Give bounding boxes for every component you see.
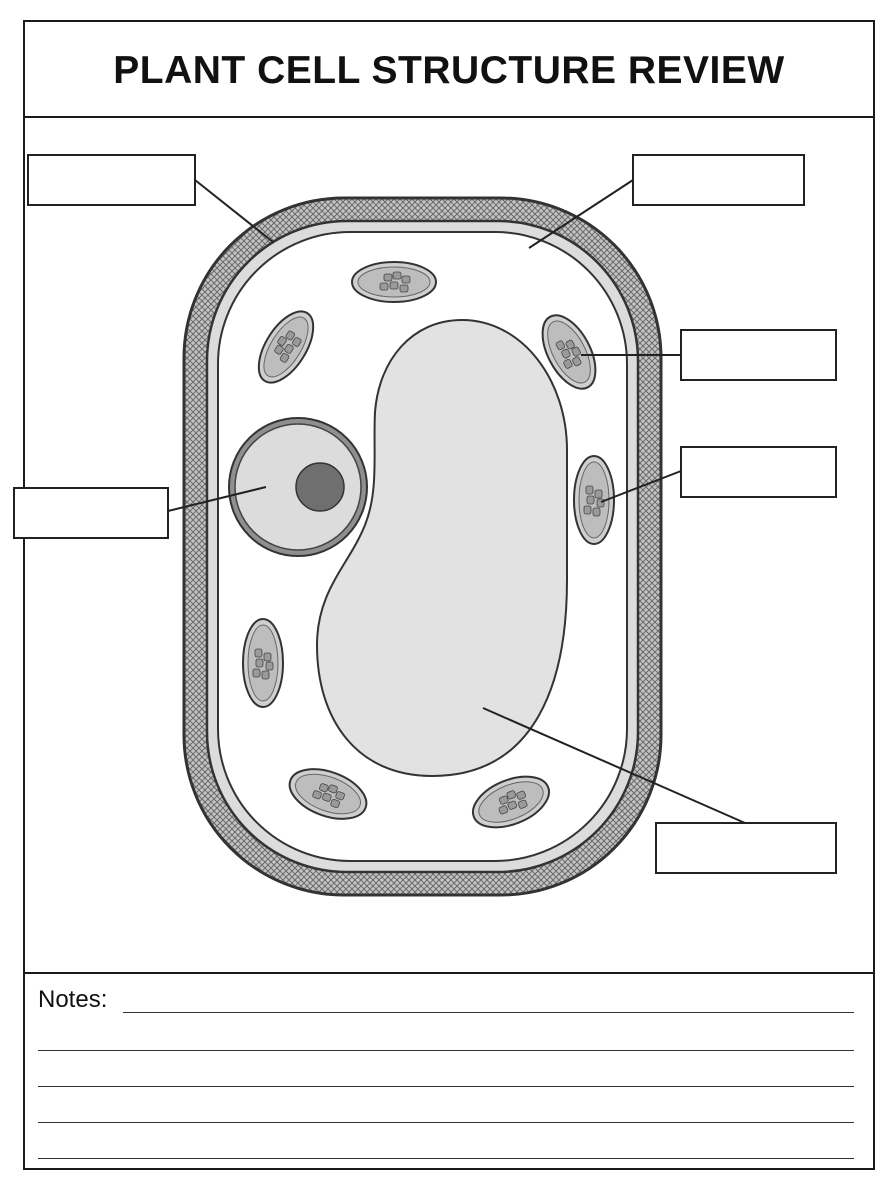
chloroplast [351,261,437,303]
notes-line[interactable] [38,1086,854,1087]
cell-wall-label-box[interactable] [27,154,196,206]
chloroplast [288,768,368,820]
notes-line[interactable] [123,1012,854,1013]
plant-cell-diagram [13,154,837,897]
notes-label: Notes: [38,986,108,1013]
notes-line[interactable] [38,1122,854,1123]
nucleolus [295,462,345,512]
leader-line-chloroplast-lower [600,470,682,503]
leader-line-vacuole [482,707,746,824]
leader-line-nucleus [167,486,267,512]
notes-line[interactable] [38,1158,854,1159]
cell-membrane-label-box[interactable] [632,154,805,206]
chloroplast [573,455,615,545]
notes-area: Notes: [25,972,873,1168]
nucleus-label-box[interactable] [13,487,169,539]
title-bar: PLANT CELL STRUCTURE REVIEW [25,22,873,118]
nucleus [228,417,368,557]
worksheet: PLANT CELL STRUCTURE REVIEW Notes: [23,20,875,1170]
worksheet-title: PLANT CELL STRUCTURE REVIEW [113,49,785,92]
chloroplast-label-box-lower[interactable] [680,446,837,498]
chloroplast [541,314,597,390]
notes-line[interactable] [38,1050,854,1051]
chloroplast [257,310,315,384]
leader-line-cell-wall [194,179,274,243]
leader-line-cell-membrane [528,179,634,249]
chloroplast [242,618,284,708]
chloroplast [472,775,550,829]
central-vacuole [315,318,568,778]
vacuole-label-box[interactable] [655,822,837,874]
chloroplast-label-box-upper[interactable] [680,329,837,381]
